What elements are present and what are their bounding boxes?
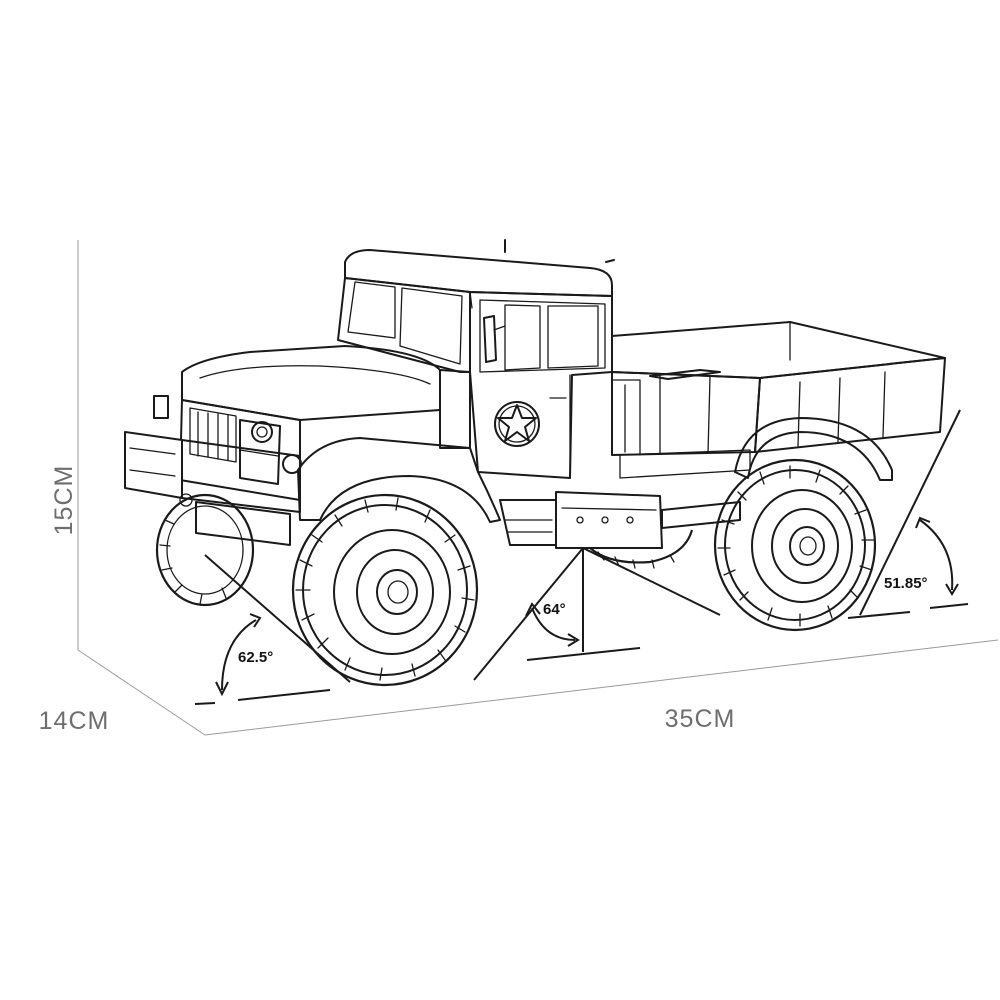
approach-angle-label: 62.5° bbox=[238, 649, 273, 666]
rear-wheel bbox=[713, 458, 877, 632]
dimension-labels: 15CM 14CM 35CM bbox=[39, 465, 736, 735]
breakover-angle-indicator bbox=[473, 547, 721, 681]
front-bumper bbox=[124, 431, 301, 546]
length-dimension-label: 35CM bbox=[665, 705, 736, 733]
cargo-bed bbox=[611, 321, 946, 456]
breakover-angle-label: 64° bbox=[543, 601, 566, 618]
width-dimension-label: 14CM bbox=[39, 707, 110, 735]
front-fender bbox=[297, 437, 501, 523]
truck-drawing bbox=[124, 239, 946, 687]
chassis-and-step bbox=[499, 449, 751, 549]
front-wheel bbox=[291, 493, 479, 687]
approach-angle-indicator bbox=[194, 554, 351, 705]
departure-angle-indicator bbox=[847, 409, 969, 619]
bounding-box-guides bbox=[77, 240, 999, 736]
front-inner-wheel bbox=[155, 493, 255, 607]
departure-angle-label: 51.85° bbox=[884, 575, 928, 592]
cab bbox=[337, 239, 615, 479]
rear-fender bbox=[734, 417, 893, 481]
star-in-circle-icon bbox=[494, 401, 540, 447]
height-dimension-label: 15CM bbox=[50, 465, 78, 536]
